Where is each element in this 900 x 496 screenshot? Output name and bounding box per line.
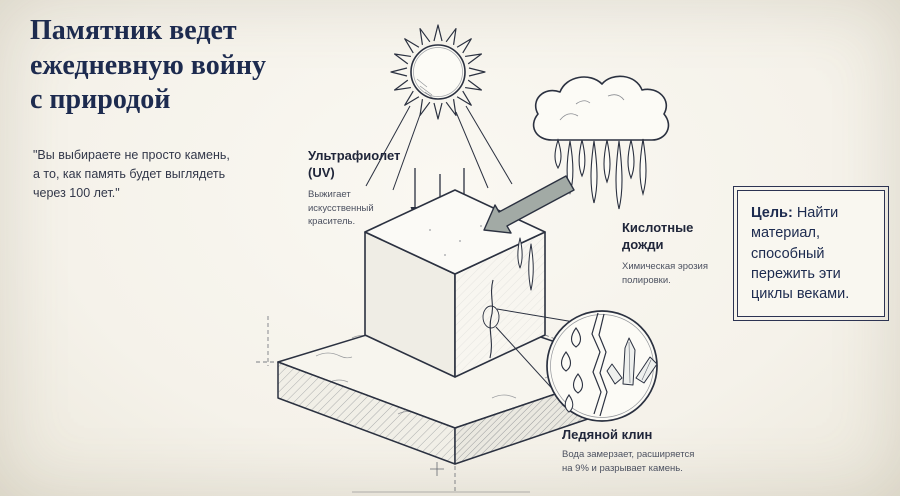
uv-label: Ультрафиолет (UV) [308, 148, 401, 180]
ice-crack-icon [591, 312, 608, 417]
ice-wedge-description: Вода замерзает, расширяется на 9% и разр… [562, 448, 695, 474]
crack-icon [482, 279, 500, 359]
goal-text: Найти материал, способный пережить эти ц… [751, 205, 850, 303]
acid-rain-description: Химическая эрозия полировки. [622, 260, 709, 286]
callout-uv: Ультрафиолет (UV) Выжигает искусственный… [308, 148, 428, 229]
goal-lead: Цель: [751, 205, 793, 221]
quote-text: "Вы выбираете не просто камень, а то, ка… [33, 148, 230, 200]
callout-ice-wedge: Ледяной клин Вода замерзает, расширяется… [562, 427, 772, 475]
sun-icon [390, 24, 486, 120]
water-droplets-icon [560, 327, 584, 413]
rain-cloud-icon [532, 75, 670, 141]
center-cross-mark [430, 462, 444, 476]
callout-acid-rain: Кислотные дожди Химическая эрозия полиро… [622, 220, 742, 287]
page-title: Памятник ведет ежедневную войну с природ… [30, 15, 266, 116]
ice-crystal-icon [606, 337, 658, 386]
goal-box: Цель: Найти материал, способный пережить… [733, 185, 889, 322]
ice-wedge-label: Ледяной клин [562, 427, 653, 442]
acid-rain-label: Кислотные дожди [622, 220, 694, 252]
acid-arrow-icon [483, 175, 575, 234]
uv-description: Выжигает искусственный краситель. [308, 188, 374, 228]
rain-drips-icon [554, 138, 647, 210]
monument-cube [364, 189, 546, 378]
magnifier-circle [546, 310, 658, 422]
